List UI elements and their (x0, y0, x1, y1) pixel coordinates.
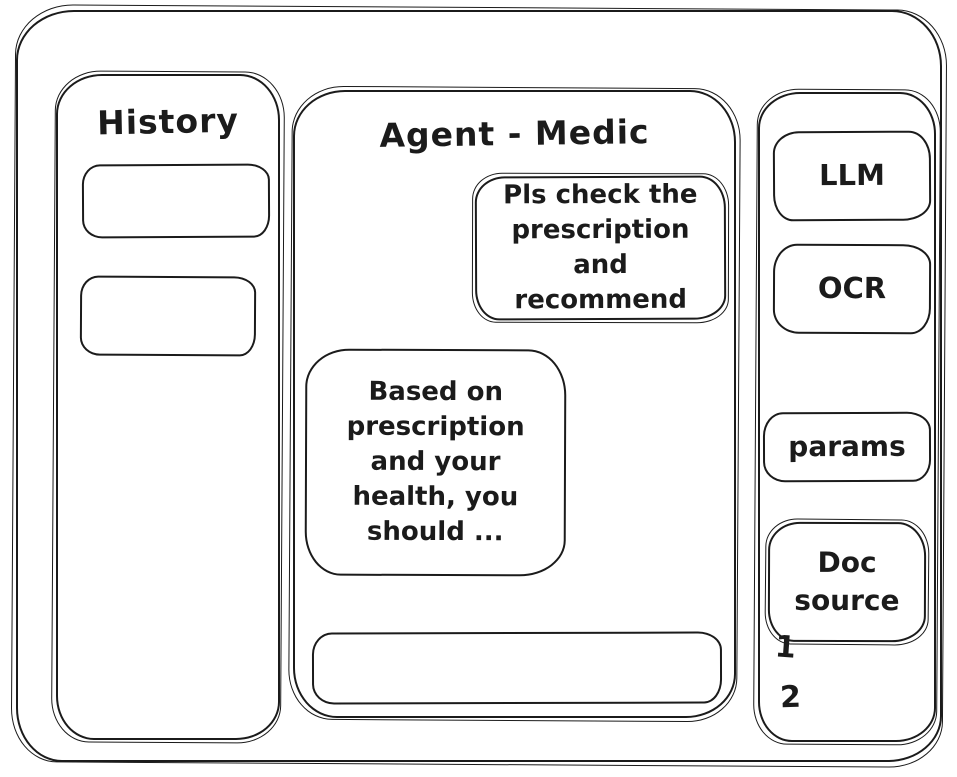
tools-sidebar: LLM OCR params Doc source 1 2 (758, 92, 936, 742)
chat-title: Agent - Medic (379, 112, 650, 155)
user-message-bubble: Pls check the prescription and recommend (474, 175, 727, 321)
doc-source-item[interactable]: 2 (779, 679, 802, 716)
history-title: History (96, 100, 240, 143)
llm-button[interactable]: LLM (772, 130, 932, 222)
doc-source-button[interactable]: Doc source (767, 521, 927, 643)
assistant-message-bubble: Based on prescription and your health, y… (304, 348, 567, 577)
ocr-button[interactable]: OCR (772, 243, 932, 335)
chat-panel: Agent - Medic Pls check the prescription… (293, 90, 736, 718)
message-input[interactable] (311, 631, 723, 705)
params-button[interactable]: params (762, 411, 932, 483)
history-sidebar: History (56, 74, 280, 740)
history-item[interactable] (79, 275, 257, 357)
doc-source-item[interactable]: 1 (773, 629, 798, 666)
app-frame: History Agent - Medic Pls check the pres… (16, 10, 942, 762)
history-item[interactable] (81, 163, 271, 239)
